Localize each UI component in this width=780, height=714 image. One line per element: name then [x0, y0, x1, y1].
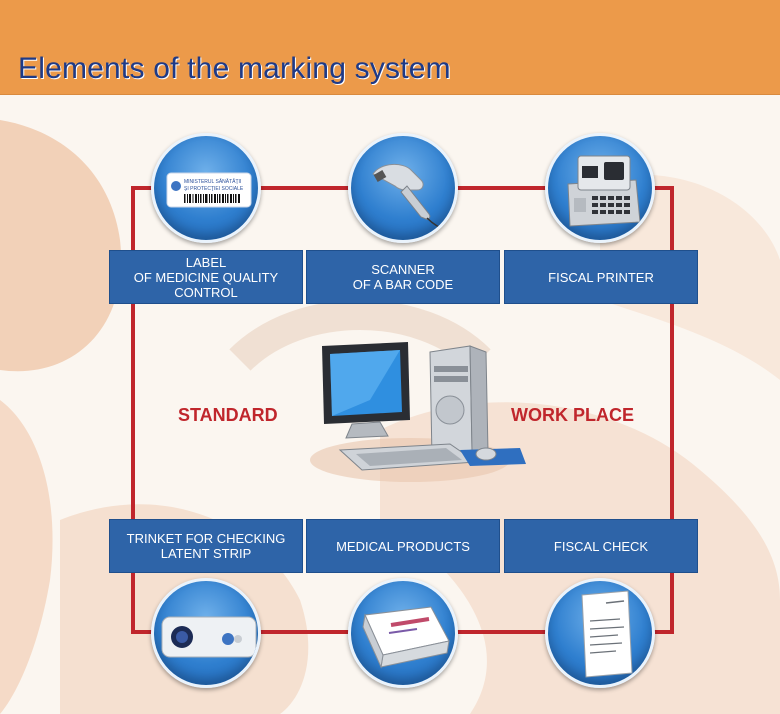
standard-label: STANDARD	[178, 405, 278, 425]
fiscal-printer-icon	[545, 133, 655, 243]
box-text: FISCAL PRINTER	[548, 269, 654, 285]
top-box-printer: FISCAL PRINTER	[504, 250, 698, 304]
box-text: FISCAL CHECK	[553, 538, 649, 554]
box-text: SCANNER OF A BAR CODE	[352, 262, 454, 292]
barcode-scanner-icon	[348, 133, 458, 243]
top-box-scanner: SCANNER OF A BAR CODE	[306, 250, 500, 304]
svg-text:ŞI PROTECŢIEI SOCIALE: ŞI PROTECŢIEI SOCIALE	[184, 186, 244, 192]
medical-product-box-icon	[348, 578, 458, 688]
top-box-label: LABEL OF MEDICINE QUALITY CONTROL	[109, 250, 303, 304]
bottom-box-medical-products: MEDICAL PRODUCTS	[306, 519, 500, 573]
box-text: LABEL OF MEDICINE QUALITY CONTROL	[133, 254, 279, 300]
trinket-icon	[151, 578, 261, 688]
label-card-icon: MINISTERUL SĂNĂTĂŢII ŞI PROTECŢIEI SOCIA…	[151, 133, 261, 243]
box-text: MEDICAL PRODUCTS	[336, 538, 470, 554]
svg-text:MINISTERUL SĂNĂTĂŢII: MINISTERUL SĂNĂTĂŢII	[184, 178, 241, 185]
fiscal-receipt-icon	[545, 578, 655, 688]
header-bar: Elements of the marking system	[0, 0, 780, 95]
computer-icon	[310, 342, 526, 482]
bottom-box-fiscal-check: FISCAL CHECK	[504, 519, 698, 573]
work-place-label: WORK PLACE	[511, 405, 634, 425]
box-text: TRINKET FOR CHECKING LATENT STRIP	[126, 531, 286, 561]
bottom-box-trinket: TRINKET FOR CHECKING LATENT STRIP	[109, 519, 303, 573]
page-title: Elements of the marking system	[18, 52, 451, 85]
